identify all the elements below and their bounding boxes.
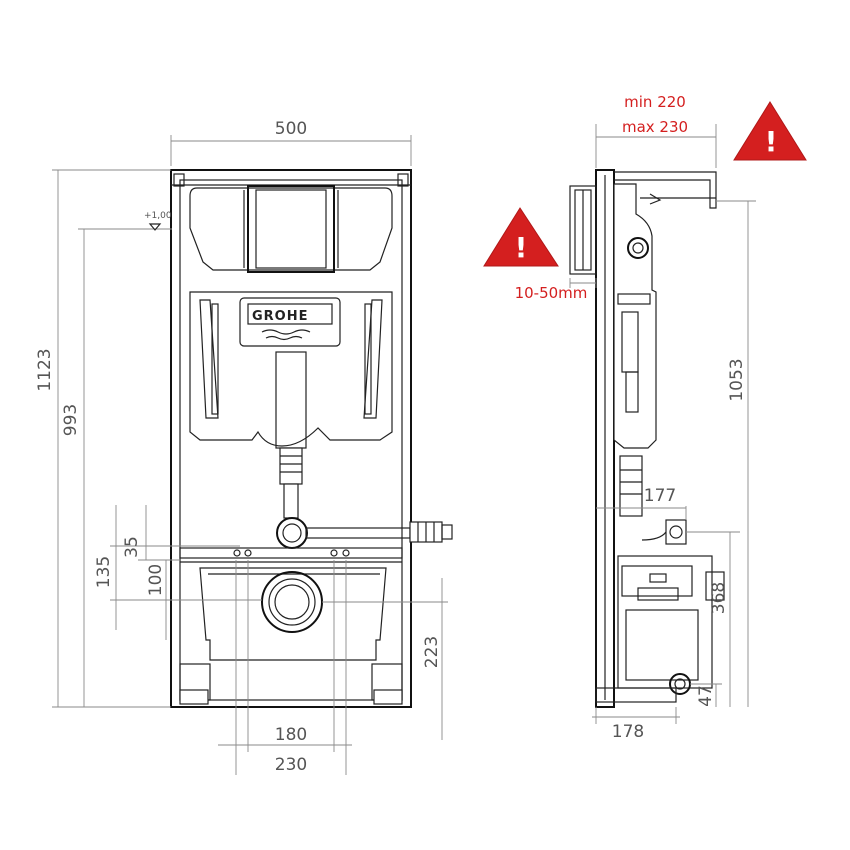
dim-offset-top: 177 — [644, 486, 676, 506]
dim-wall-range: 10-50mm — [515, 284, 588, 302]
side-valve — [665, 519, 687, 545]
warning-triangle-right: ! — [733, 101, 807, 161]
dim-230: 230 — [275, 755, 307, 775]
dim-side-height: 1053 — [727, 358, 747, 401]
brand-logo: GROHE — [252, 309, 309, 324]
level-mark: +1,00 — [144, 211, 172, 221]
warning-icon: ! — [765, 125, 778, 158]
dim-min-depth: min 220 — [624, 93, 686, 111]
front-view: GROHE — [35, 119, 453, 775]
dim-47: 47 — [696, 685, 716, 707]
outlet-ring — [261, 571, 323, 633]
lower-housing — [617, 555, 713, 689]
frame-inner — [179, 179, 403, 701]
dim-max-depth: max 230 — [622, 118, 688, 136]
warning-triangle-left: ! — [483, 207, 559, 267]
dim-inlet-height: 993 — [61, 404, 81, 436]
frame-outline — [170, 169, 412, 708]
left-foot — [179, 689, 209, 705]
downpipe — [279, 447, 303, 485]
dim-outlet-side: 368 — [709, 582, 729, 614]
warning-icon: ! — [515, 231, 528, 264]
dim-offset-bottom: 178 — [612, 722, 644, 742]
logo-plate — [239, 297, 341, 347]
flush-plate-opening — [247, 185, 335, 273]
dim-35: 35 — [122, 536, 142, 558]
dim-135: 135 — [94, 556, 114, 588]
pipe-elbow — [276, 517, 308, 549]
dim-outlet-height: 223 — [422, 636, 442, 668]
dim-total-height: 1123 — [35, 348, 55, 391]
cistern-tank — [189, 187, 393, 271]
right-foot — [373, 689, 403, 705]
wall-panel — [569, 185, 597, 275]
side-view: min 220 max 230 10-50mm 1053 177 368 47 … — [515, 93, 756, 742]
dim-width: 500 — [275, 119, 307, 139]
dim-180: 180 — [275, 725, 307, 745]
dim-100: 100 — [146, 564, 166, 596]
side-cistern — [613, 183, 657, 449]
